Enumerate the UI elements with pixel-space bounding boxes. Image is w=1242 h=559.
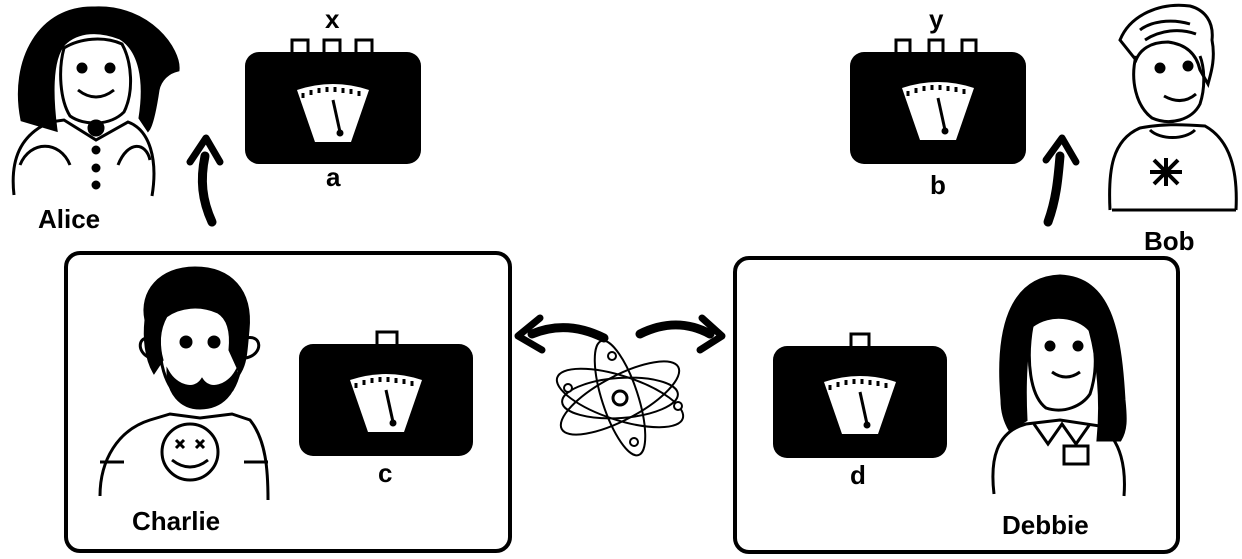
atom-icon (555, 339, 685, 457)
bob-device-output-label: b (930, 170, 946, 200)
arrow-debbie-to-bob (1042, 134, 1080, 227)
arrow-charlie-to-alice (186, 134, 224, 227)
alice-device-input-buttons (290, 38, 374, 56)
charlie-device-output-label: c (378, 458, 393, 488)
alice-name-label: Alice (38, 204, 101, 234)
bob-figure (1108, 3, 1238, 212)
alice-device-input-label: x (325, 4, 340, 34)
debbie-frame (733, 256, 1180, 554)
debbie-device-output-label: d (850, 460, 866, 490)
charlie-frame (64, 251, 512, 553)
debbie-name-label: Debbie (1002, 510, 1089, 540)
bob-device (850, 38, 1026, 164)
alice-device (245, 38, 421, 164)
arrow-source-to-debbie (635, 314, 726, 354)
charlie-device (299, 330, 473, 456)
arrow-source-to-charlie (514, 314, 609, 354)
debbie-device (773, 332, 947, 458)
bob-device-input-buttons (894, 38, 978, 56)
alice-device-output-label: a (326, 162, 341, 192)
debbie-figure (991, 274, 1127, 497)
alice-figure (11, 6, 180, 197)
charlie-name-label: Charlie (132, 506, 221, 536)
bob-device-input-label: y (929, 4, 944, 34)
bob-name-label: Bob (1144, 226, 1195, 256)
shirt-star-icon (1150, 158, 1182, 186)
charlie-figure (98, 266, 270, 501)
